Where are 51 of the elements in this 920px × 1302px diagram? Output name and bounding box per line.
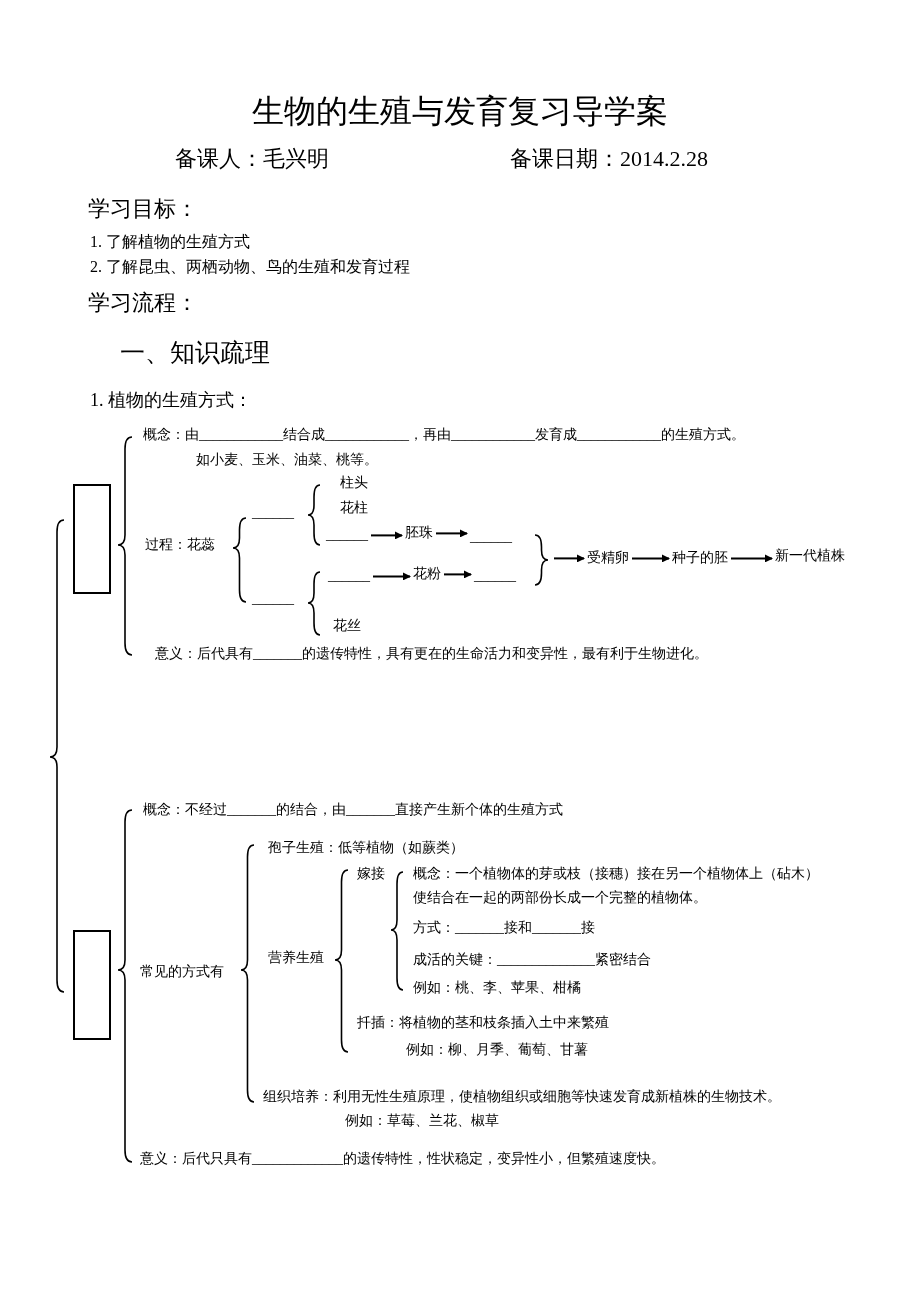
fill-in-blank: ______ [252,505,294,522]
text-line: 例如：草莓、兰花、椒草 [345,1113,499,1130]
text-line: 扦插：将植物的茎和枝条插入土中来繁殖 [357,1015,609,1032]
text-line: 常见的方式有 [140,964,224,981]
text-line: 如小麦、玉米、油菜、桃等。 [196,452,378,469]
fill-in-blank: ______ [328,568,370,585]
flow-term: 种子的胚 [672,550,728,567]
flow-term: 花粉 [413,566,441,583]
text-line: 孢子生殖：低等植物（如蕨类） [268,840,464,857]
answer-box [73,930,111,1040]
section-heading: 学习目标： [88,196,198,223]
text-line: 意义：后代只具有_____________的遗传特性，性状稳定，变异性小，但繁殖速度快。 [140,1151,665,1168]
flow-term: 受精卵 [587,550,629,567]
text-line: 1. 了解植物的生殖方式 [90,232,250,252]
text-line: 例如：桃、李、苹果、柑橘 [413,980,581,997]
text-line: 过程：花蕊 [145,537,215,554]
text-line: 2. 了解昆虫、两栖动物、鸟的生殖和发育过程 [90,257,410,277]
arrow [372,572,411,581]
text-line: 柱头 [340,475,368,492]
subsection-heading: 1. 植物的生殖方式： [90,390,252,412]
flow-term: 胚珠 [405,525,433,542]
text-line: 例如：柳、月季、葡萄、甘薯 [406,1042,588,1059]
title: 生物的生殖与发育复习导学案 [251,92,669,131]
text-line: 成活的关键：______________紧密结合 [413,952,651,969]
arrow [730,554,773,563]
section-heading: 学习流程： [88,290,198,317]
text-line: 概念：一个植物体的芽或枝（接穗）接在另一个植物体上（砧木） [413,866,819,883]
fill-in-blank: ______ [326,527,368,544]
text-line: 概念：不经过_______的结合，由_______直接产生新个体的生殖方式 [143,802,563,819]
text-line: 营养生殖 [268,950,324,967]
section-heading: 一、知识疏理 [120,338,270,368]
arrow [370,531,403,540]
text-line: 组织培养：利用无性生殖原理，使植物组织或细胞等快速发育成新植株的生物技术。 [263,1089,781,1106]
fill-in-blank: ______ [474,568,516,585]
fill-in-blank: ______ [470,529,512,546]
author-line: 备课人：毛兴明 [175,146,329,173]
text-line: 嫁接 [357,866,385,883]
fill-in-blank: ______ [252,591,294,608]
arrow [435,529,468,538]
date-line: 备课日期：2014.2.28 [510,146,708,173]
text-line: 花丝 [333,618,361,635]
arrow [443,570,472,579]
text-line: 使结合在一起的两部份长成一个完整的植物体。 [413,890,707,907]
text-line: 意义：后代具有_______的遗传特性，具有更在的生命活力和变异性，最有利于生物进化。 [155,646,708,663]
arrow [631,554,670,563]
flow-term: 新一代植株 [775,548,845,565]
text-line: 概念：由____________结合成____________，再由____________发育成____________的生殖方式。 [143,427,745,444]
arrow [553,554,585,563]
text-line: 方式：_______接和_______接 [413,920,595,937]
text-line: 花柱 [340,500,368,517]
answer-box [73,484,111,594]
